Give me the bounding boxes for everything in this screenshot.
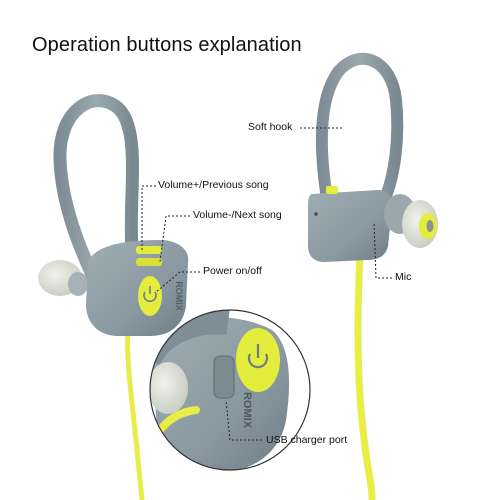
right-soft-hook: [315, 52, 404, 202]
callout-volume-up: Volume+/Previous song: [158, 179, 269, 191]
left-soft-hook: [53, 94, 139, 299]
right-top-button: [326, 186, 338, 194]
callout-usb-port: USB charger port: [266, 434, 348, 446]
callout-power: Power on/off: [203, 265, 262, 277]
leader-volume-down: [159, 215, 190, 263]
left-brand-label: ROMIX: [174, 281, 184, 311]
left-earbud: ROMIX: [38, 94, 189, 500]
leader-volume-up: [141, 185, 156, 250]
right-body: [308, 190, 393, 262]
zoom-brand-label: ROMIX: [241, 392, 253, 429]
callout-volume-down: Volume-/Next song: [193, 209, 282, 221]
left-nozzle: [68, 272, 88, 296]
right-eartip-hole: [426, 220, 434, 232]
leader-lines: [141, 127, 392, 441]
power-icon: [143, 286, 157, 303]
leader-usb: [225, 399, 262, 441]
right-cable: [354, 246, 376, 500]
leader-power: [155, 271, 200, 293]
zoom-inset: ROMIX: [149, 309, 311, 471]
left-body: [86, 240, 189, 336]
power-button: [138, 276, 162, 316]
mic-hole: [314, 212, 318, 216]
left-cable: [125, 327, 145, 500]
leader-mic: [373, 221, 392, 279]
callout-mic: Mic: [395, 271, 412, 283]
volume-down-button: [136, 258, 162, 266]
right-earbud: [308, 52, 438, 500]
callout-soft-hook: Soft hook: [248, 121, 293, 133]
volume-up-button: [136, 246, 162, 254]
page-title: Operation buttons explanation: [32, 34, 302, 56]
